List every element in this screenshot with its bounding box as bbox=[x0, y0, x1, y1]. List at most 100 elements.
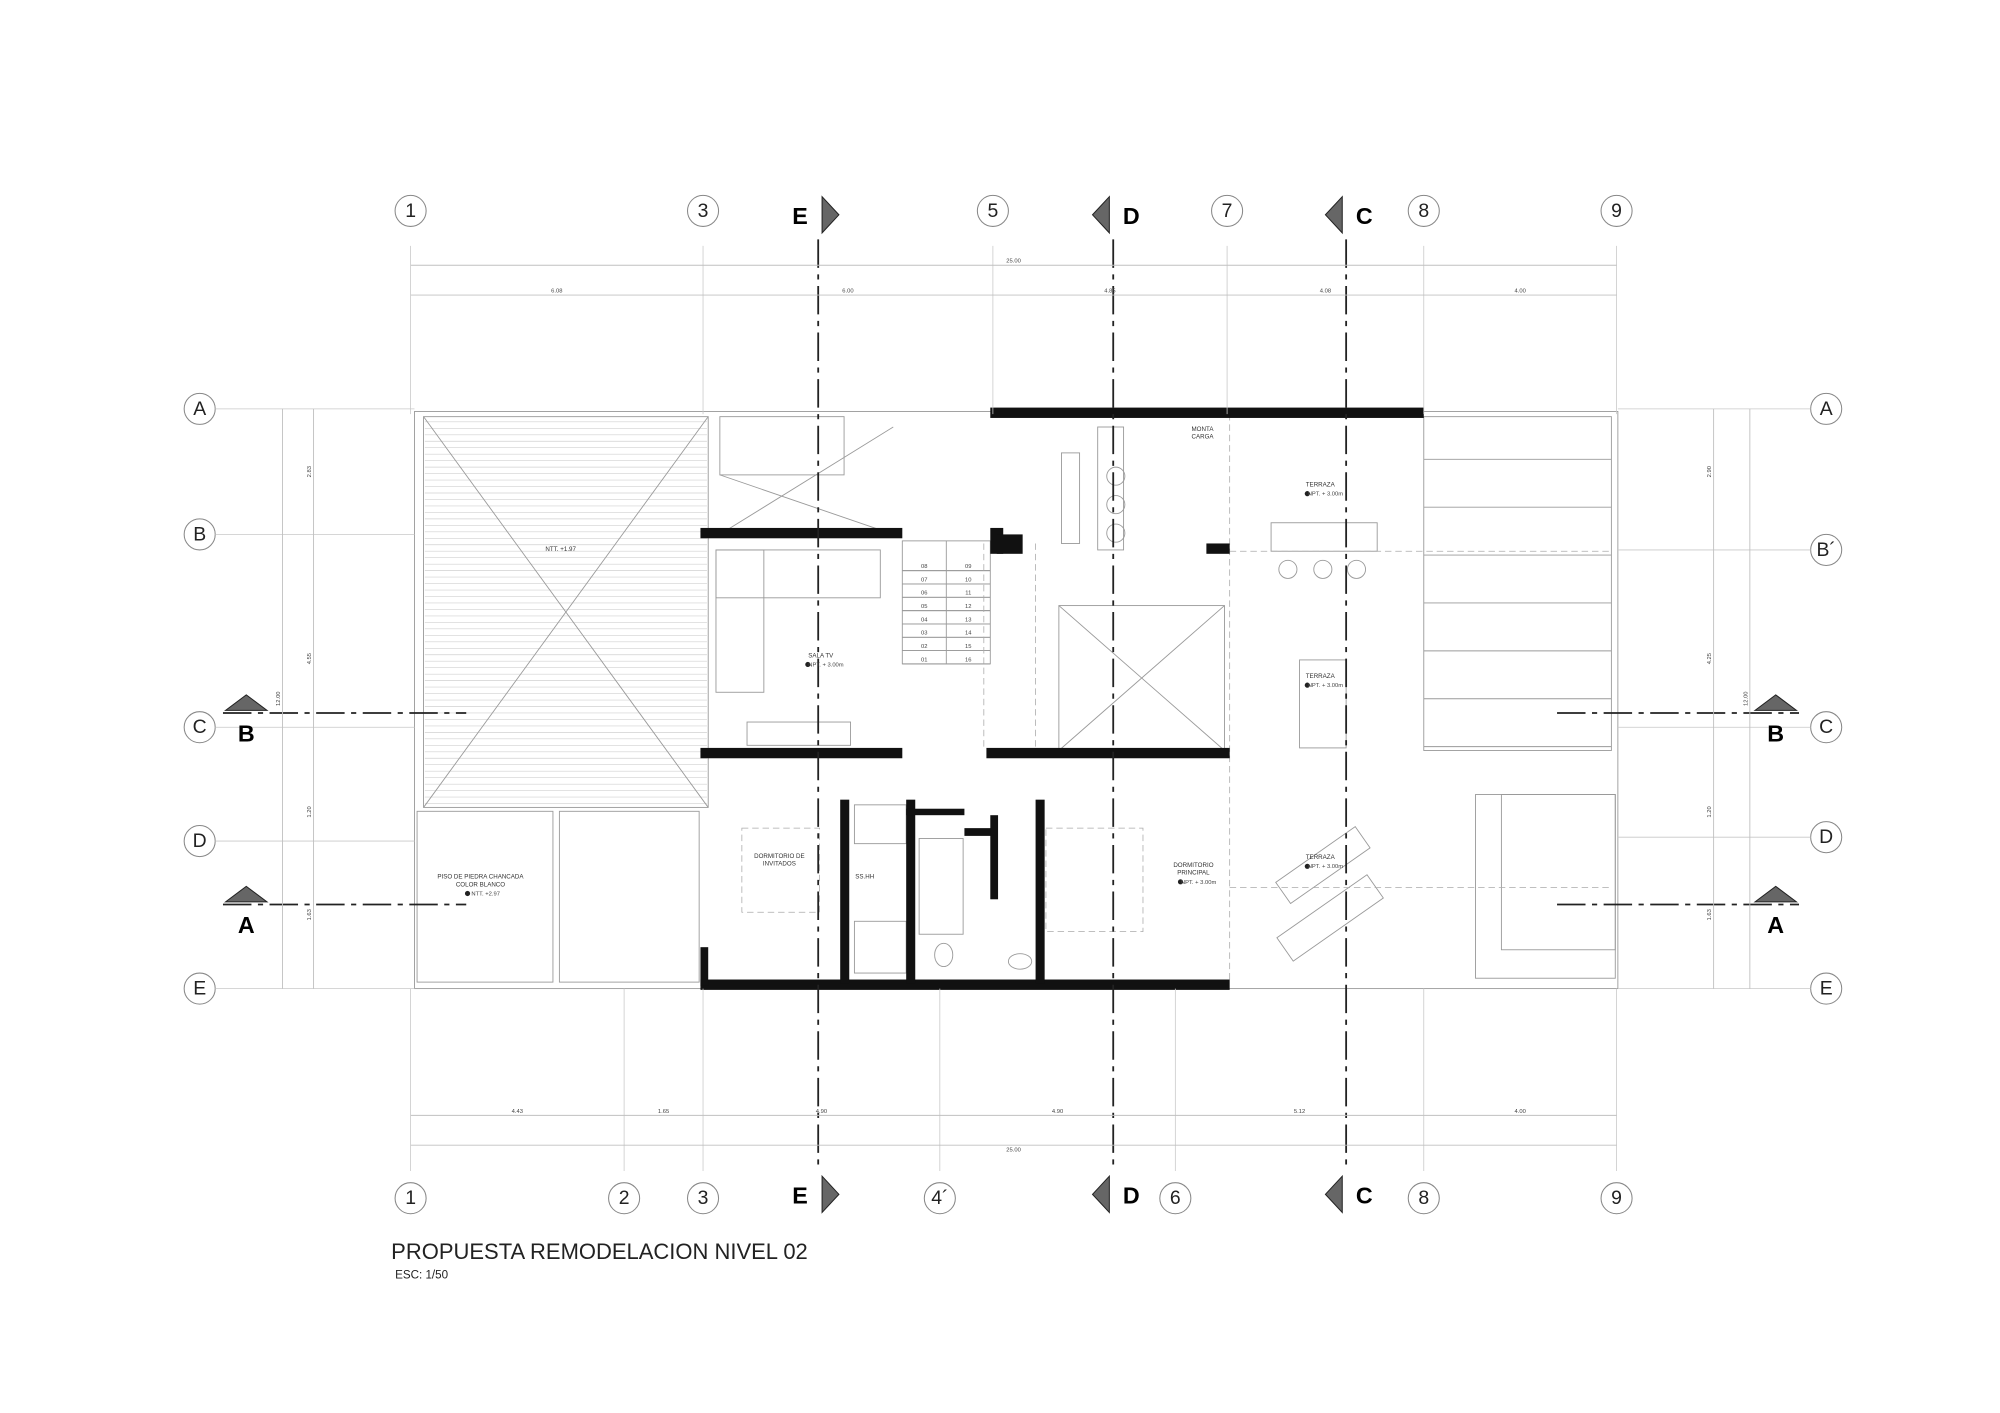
room-level: NPT. + 3.00m bbox=[1308, 864, 1344, 870]
level-marker-icon bbox=[1304, 682, 1310, 688]
level-marker-icon bbox=[1177, 879, 1184, 885]
section-marker-C: C bbox=[1324, 195, 1373, 235]
grid-bubble-circle bbox=[394, 194, 427, 227]
stair-step-number: 06 bbox=[921, 591, 927, 597]
dimension-bottom-value: 5.12 bbox=[1294, 1109, 1305, 1115]
grid-bubble-circle bbox=[1600, 1182, 1633, 1215]
grid-row-right-D: D bbox=[1810, 821, 1843, 854]
section-label: E bbox=[792, 203, 808, 229]
room-level: NPT. + 3.00m bbox=[1181, 880, 1217, 886]
grid-bubble-label: 1 bbox=[405, 200, 416, 222]
grid-column-bottom-3: 3 bbox=[686, 1182, 720, 1215]
walls bbox=[700, 407, 1424, 990]
section-marker-E: E bbox=[792, 195, 840, 235]
grid-bubble-label: 1 bbox=[405, 1187, 416, 1209]
dimension-left-value: 4.55 bbox=[307, 653, 313, 664]
room-label: SALA TV NPT. + 3.00m bbox=[805, 652, 844, 668]
stair-step-number: 07 bbox=[921, 577, 927, 583]
section-arrow-icon bbox=[821, 1174, 840, 1214]
section-label: C bbox=[1356, 1183, 1373, 1209]
room-name: NTT. +1.97 bbox=[545, 546, 576, 553]
room-level: NPT. + 3.00m bbox=[1308, 683, 1344, 689]
room-name: PISO DE PIEDRA CHANCADA bbox=[437, 874, 524, 881]
grid-bubble-circle bbox=[1407, 1182, 1440, 1215]
dimension-right-value: 1.20 bbox=[1707, 806, 1713, 817]
dimension-top-total: 25.00 bbox=[1006, 259, 1021, 265]
grid-bubble-label: C bbox=[1819, 716, 1833, 738]
room-level: NPT. + 3.00m bbox=[808, 662, 844, 668]
section-label: B bbox=[1767, 721, 1784, 747]
section-label: E bbox=[792, 1183, 808, 1209]
dimension-left-total: 12.00 bbox=[276, 691, 282, 706]
stair-step-number: 02 bbox=[921, 644, 927, 650]
grid-bubble-circle bbox=[686, 194, 720, 227]
grid-row-left-D: D bbox=[183, 825, 216, 858]
stair-step-number: 08 bbox=[921, 564, 927, 570]
dimension-left-value: 1.20 bbox=[307, 806, 313, 817]
grid-bubble-circle bbox=[686, 1182, 720, 1215]
section-marker-A-left: A bbox=[224, 885, 269, 938]
grid-bubble-label: A bbox=[193, 398, 206, 420]
dimension-bottom-total: 25.00 bbox=[1006, 1148, 1021, 1154]
grid-bubble-label: 9 bbox=[1611, 1187, 1622, 1209]
grid-bubble-label: C bbox=[193, 716, 207, 738]
dimension-right-value: 4.25 bbox=[1707, 653, 1713, 664]
section-arrow-icon bbox=[1324, 1174, 1343, 1214]
stair-step-number: 16 bbox=[965, 657, 971, 663]
grid-bubble-label: B bbox=[193, 523, 206, 545]
grid-bubble-label: 4´ bbox=[931, 1187, 948, 1209]
grid-bubble-label: E bbox=[193, 978, 206, 1000]
section-label: A bbox=[1767, 912, 1784, 938]
room-label: TERRAZA NPT. + 3.00m bbox=[1304, 482, 1344, 498]
dimension-top-value: 4.08 bbox=[1320, 288, 1331, 294]
room-name-line2: CARGA bbox=[1191, 434, 1214, 441]
stair-step-number: 04 bbox=[921, 617, 928, 623]
room-label: SS.HH bbox=[855, 874, 874, 881]
room-name: SS.HH bbox=[855, 874, 874, 881]
grid-column-bottom-9: 9 bbox=[1600, 1182, 1633, 1215]
room-name: TERRAZA bbox=[1306, 482, 1336, 489]
grid-bubble-label: 8 bbox=[1418, 1187, 1429, 1209]
grid-bubble-label: D bbox=[193, 830, 207, 852]
grid-column-top-8: 8 bbox=[1407, 194, 1440, 227]
dimension-bottom-value: 4.90 bbox=[816, 1109, 827, 1115]
grid-bubble-circle bbox=[1211, 194, 1244, 227]
room-name: SALA TV bbox=[808, 652, 834, 659]
room-name: DORMITORIO DE bbox=[754, 853, 805, 860]
room-name: DORMITORIO bbox=[1173, 862, 1213, 869]
grid-bubble-label: 6 bbox=[1170, 1187, 1181, 1209]
grid-bubble-label: 8 bbox=[1418, 200, 1429, 222]
grid-bubble-label: 5 bbox=[987, 200, 998, 222]
grid-column-top-3: 3 bbox=[686, 194, 720, 227]
dimension-top-value: 4.85 bbox=[1104, 288, 1115, 294]
dimension-bottom-value: 4.43 bbox=[512, 1109, 523, 1115]
grid-bubble-label: B´ bbox=[1816, 539, 1835, 561]
grid-bubble-label: D bbox=[1819, 826, 1833, 848]
section-marker-B-left: B bbox=[224, 694, 269, 747]
room-level: NPT. + 3.00m bbox=[1308, 492, 1344, 498]
grid-column-bottom-1: 1 bbox=[394, 1182, 427, 1215]
grid-bubble-label: 3 bbox=[698, 200, 709, 222]
grid-row-left-E: E bbox=[183, 972, 216, 1005]
dimension-right-value: 2.90 bbox=[1707, 466, 1713, 477]
dimension-top-value: 6.00 bbox=[842, 288, 853, 294]
grid-column-top-1: 1 bbox=[394, 194, 427, 227]
section-label: D bbox=[1123, 1183, 1140, 1209]
grid-column-bottom-4´: 4´ bbox=[923, 1182, 956, 1215]
level-marker-icon bbox=[805, 661, 811, 668]
stair-step-number: 15 bbox=[965, 644, 971, 650]
grid-bubble-label: E bbox=[1820, 978, 1833, 1000]
stair-step-number: 09 bbox=[965, 564, 971, 570]
room-name-line2: PRINCIPAL bbox=[1177, 870, 1210, 877]
dimension-right-total: 12.00 bbox=[1743, 691, 1749, 706]
dimension-bottom-value: 1.65 bbox=[658, 1109, 669, 1115]
grid-column-top-7: 7 bbox=[1211, 194, 1244, 227]
grid-bubble-label: A bbox=[1820, 398, 1833, 420]
stair-step-number: 03 bbox=[921, 631, 927, 637]
